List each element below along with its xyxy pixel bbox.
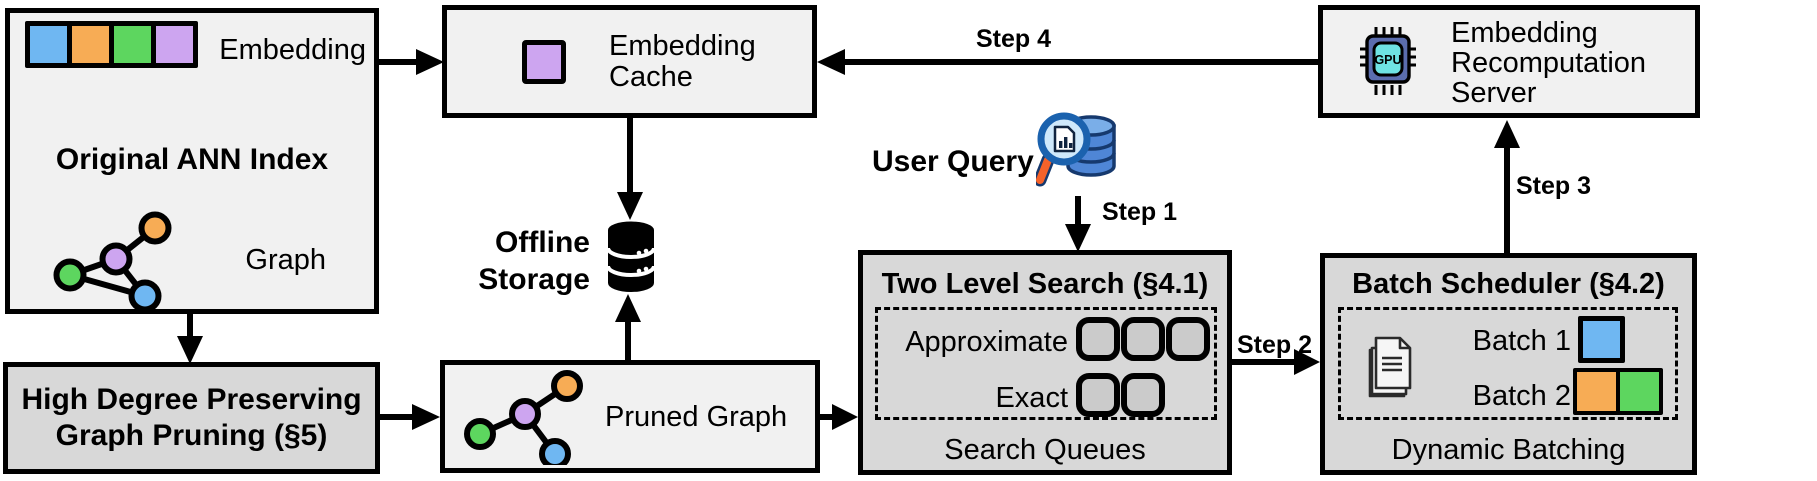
queue-slot bbox=[1166, 317, 1210, 361]
search-queues-panel: Approximate Exact bbox=[875, 307, 1217, 420]
batch-scheduler-title: Batch Scheduler (§4.2) bbox=[1352, 268, 1665, 300]
pruning-title-line2: Graph Pruning (§5) bbox=[55, 419, 328, 452]
two-level-search-title: Two Level Search (§4.1) bbox=[881, 268, 1209, 300]
server-label-line1: Embedding bbox=[1451, 17, 1598, 49]
batch2-square-orange bbox=[1577, 372, 1616, 411]
queue-slot bbox=[1121, 373, 1165, 417]
user-query-label: User Query bbox=[872, 145, 1034, 178]
step2-label: Step 2 bbox=[1237, 331, 1313, 359]
embedding-square-orange bbox=[72, 26, 109, 63]
embedding-cache-label-line1: Embedding bbox=[609, 30, 756, 62]
arrow-prunedgraph-to-search bbox=[818, 404, 858, 430]
arrow-step2 bbox=[1230, 349, 1320, 375]
queue-slot bbox=[1076, 373, 1120, 417]
pruned-graph-box: Pruned Graph bbox=[440, 360, 820, 473]
arrow-step1 bbox=[1065, 196, 1091, 252]
gpu-chip-icon: GPU bbox=[1360, 27, 1416, 95]
embedding-cache-label-line2: Cache bbox=[609, 61, 693, 93]
batch1-square-blue bbox=[1578, 316, 1625, 363]
approximate-label: Approximate bbox=[905, 326, 1068, 358]
batch-scheduler-box: Batch Scheduler (§4.2) Batch 1 Batch 2 bbox=[1320, 253, 1697, 475]
exact-label: Exact bbox=[995, 382, 1068, 414]
embedding-cache-box: Embedding Cache bbox=[442, 5, 817, 118]
approximate-queues bbox=[1076, 317, 1210, 361]
step1-label: Step 1 bbox=[1102, 198, 1178, 226]
queue-slot bbox=[1076, 317, 1120, 361]
cached-embedding-square-icon bbox=[522, 40, 566, 84]
batch2-square-green bbox=[1620, 372, 1659, 411]
embedding-square-blue bbox=[30, 26, 67, 63]
server-label-line3: Server bbox=[1451, 77, 1537, 109]
arrow-ann-to-cache bbox=[378, 49, 444, 75]
arrow-step4 bbox=[817, 49, 1320, 75]
database-icon bbox=[606, 221, 656, 292]
pruned-graph-icon bbox=[464, 370, 583, 465]
graph-label: Graph bbox=[245, 244, 326, 276]
batch2-squares bbox=[1573, 368, 1663, 415]
arrow-prunedgraph-to-storage bbox=[615, 294, 641, 362]
two-level-search-box: Two Level Search (§4.1) Approximate Exac… bbox=[858, 250, 1232, 475]
embedding-label: Embedding bbox=[219, 34, 366, 66]
batch2-label: Batch 2 bbox=[1472, 380, 1571, 412]
arrow-step3 bbox=[1494, 120, 1520, 255]
pruning-title-line1: High Degree Preserving bbox=[21, 383, 362, 416]
offline-storage-label: Offline Storage bbox=[478, 226, 590, 296]
user-query-icon bbox=[1036, 112, 1116, 187]
documents-icon bbox=[1368, 336, 1412, 398]
original-ann-index-box: Embedding Original ANN Index Graph bbox=[5, 8, 379, 314]
magnifier-icon bbox=[1036, 112, 1091, 187]
step3-label: Step 3 bbox=[1516, 172, 1592, 200]
box-title-original-ann-index: Original ANN Index bbox=[55, 143, 329, 176]
search-queues-label: Search Queues bbox=[944, 434, 1146, 466]
graph-icon bbox=[53, 211, 172, 313]
batch1-label: Batch 1 bbox=[1472, 325, 1571, 357]
gpu-text: GPU bbox=[1374, 53, 1401, 67]
embedding-square-green bbox=[114, 26, 151, 63]
dynamic-batching-label: Dynamic Batching bbox=[1391, 434, 1626, 466]
dynamic-batching-panel: Batch 1 Batch 2 bbox=[1338, 307, 1678, 420]
high-degree-pruning-box: High Degree Preserving Graph Pruning (§5… bbox=[3, 362, 380, 474]
pruned-graph-label: Pruned Graph bbox=[605, 401, 788, 433]
exact-queues bbox=[1076, 373, 1165, 417]
arrow-ann-to-pruning bbox=[177, 313, 203, 364]
step4-label: Step 4 bbox=[976, 25, 1052, 53]
server-label-line2: Recomputation bbox=[1451, 47, 1647, 79]
arrow-pruning-to-prunedgraph bbox=[378, 404, 440, 430]
arrow-cache-to-storage bbox=[617, 116, 643, 220]
queue-slot bbox=[1121, 317, 1165, 361]
recomputation-server-box: GPU Embedding Recomputation Server bbox=[1318, 5, 1700, 118]
embedding-square-purple bbox=[156, 26, 193, 63]
embedding-vector-icon bbox=[25, 21, 198, 68]
